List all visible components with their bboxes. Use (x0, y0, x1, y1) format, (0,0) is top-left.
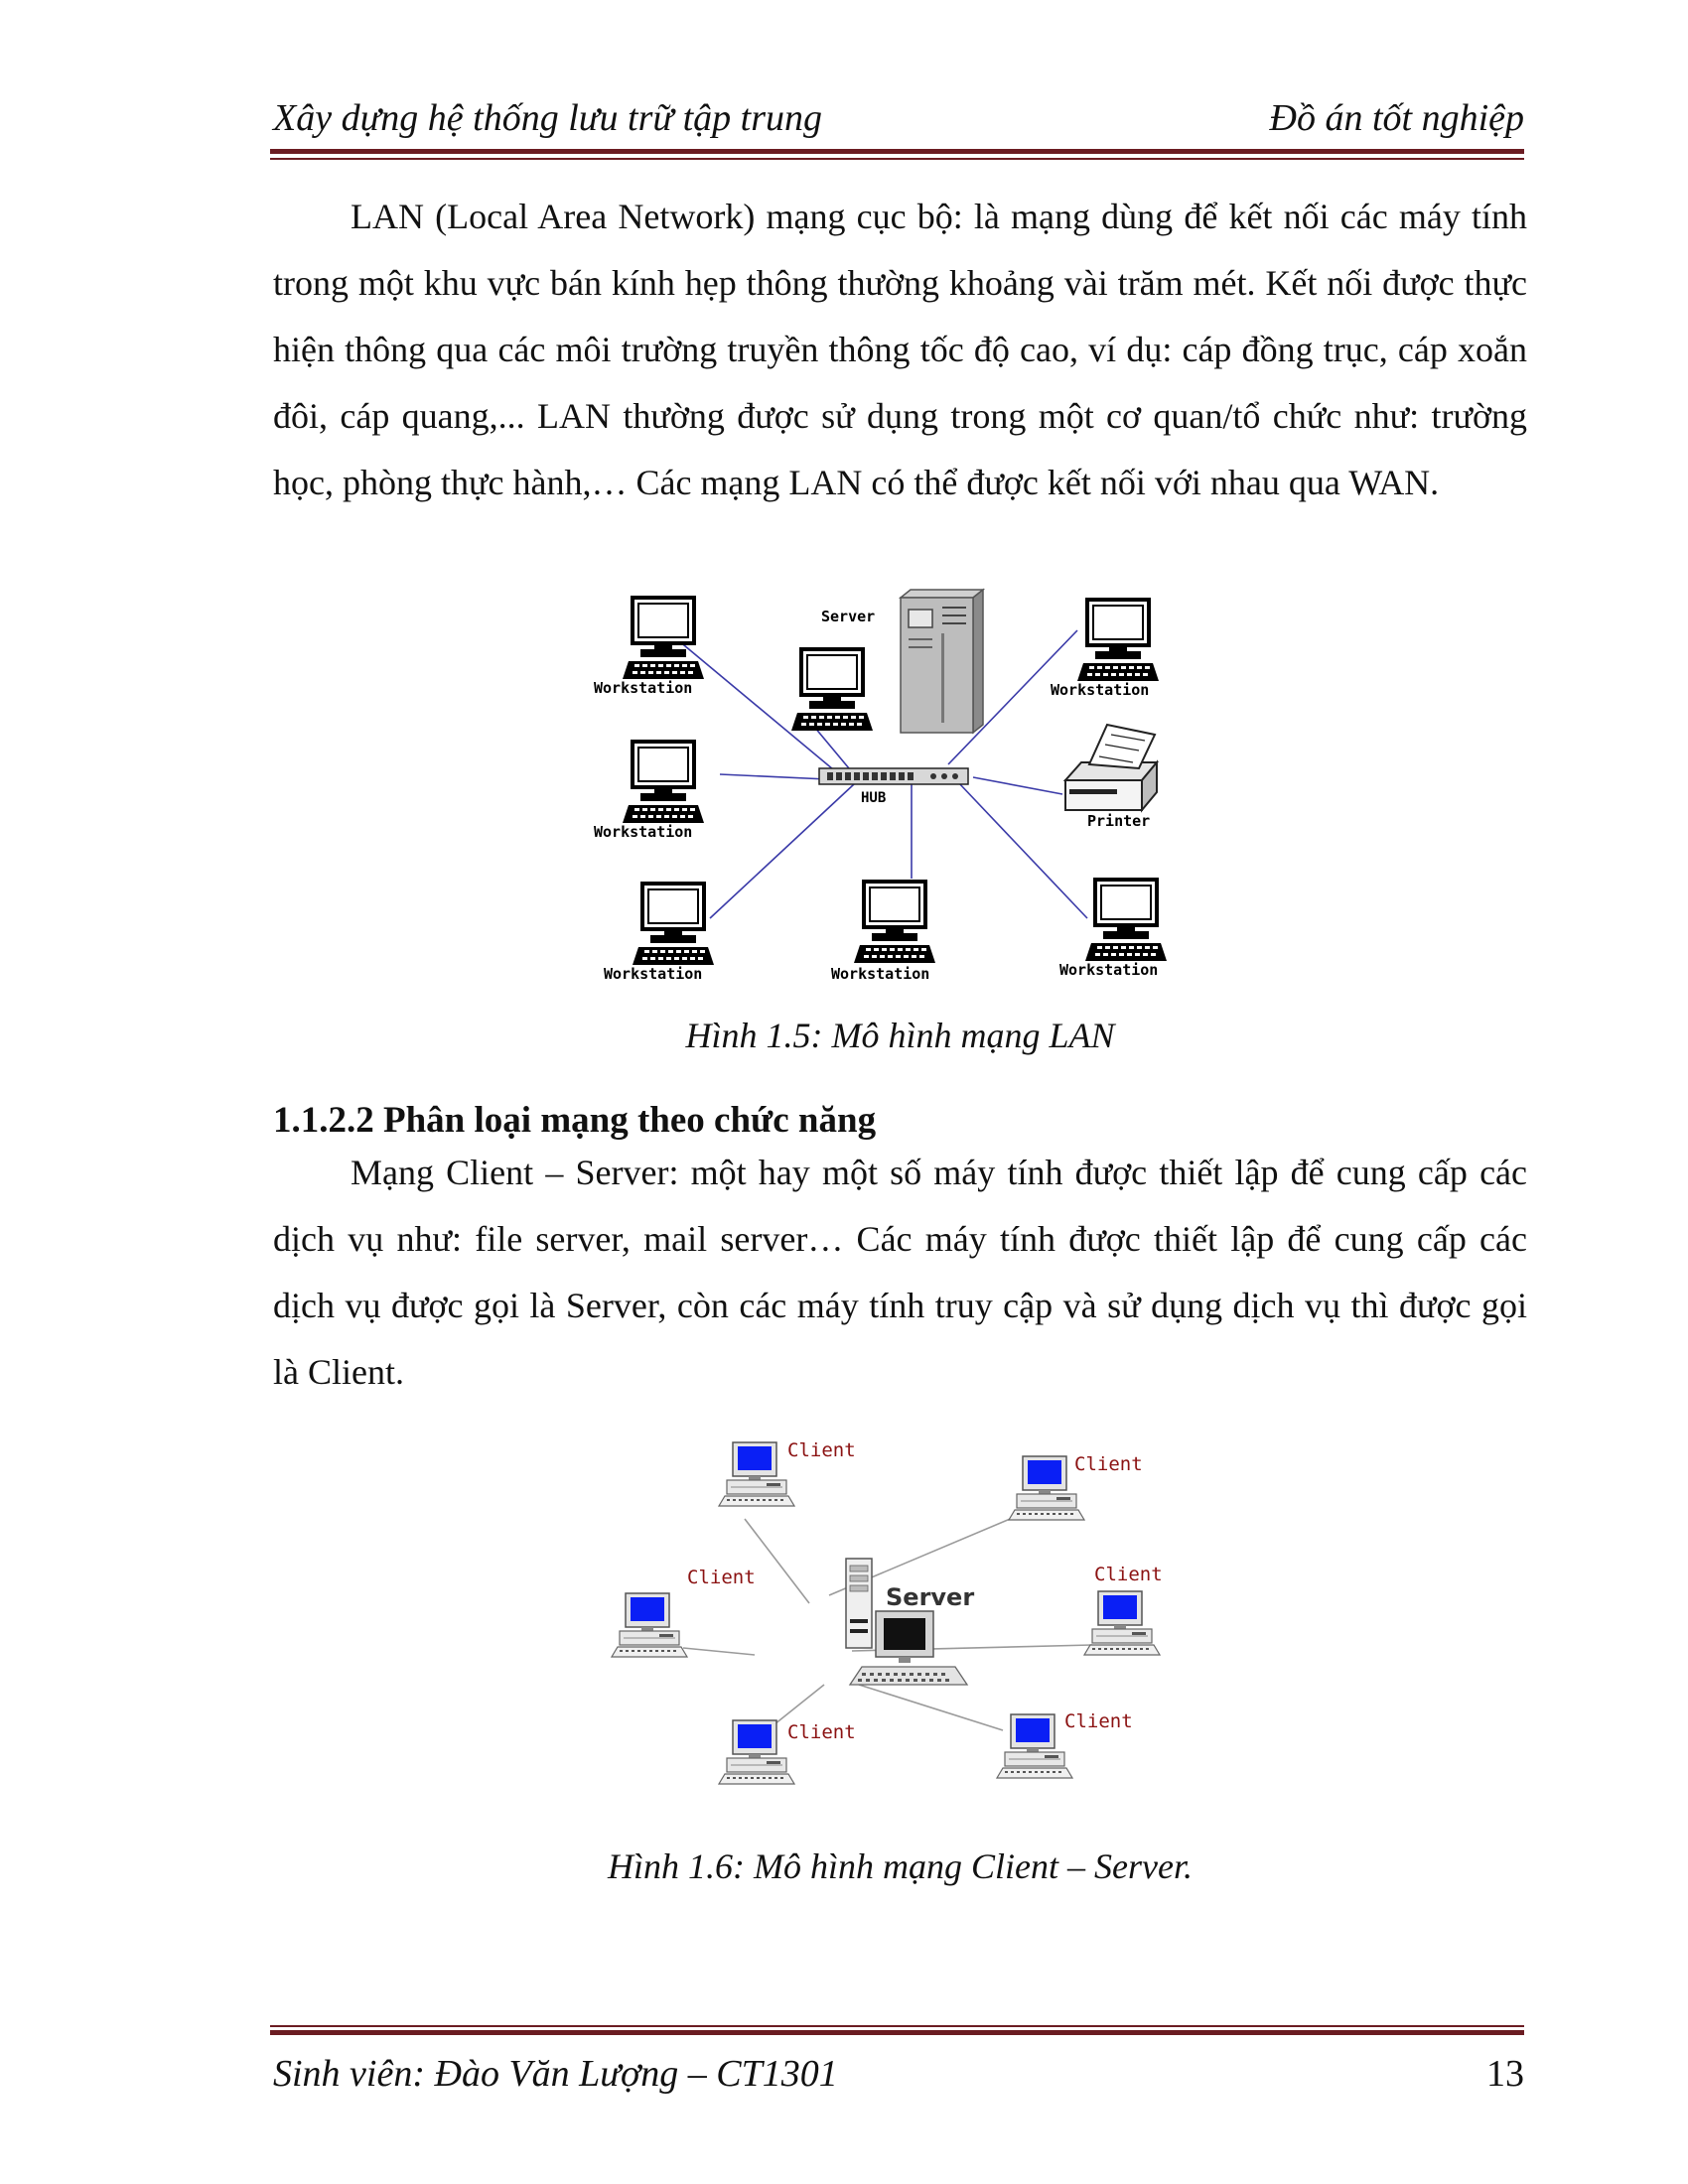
client-label: Client (787, 1439, 856, 1461)
printer-label: Printer (1087, 812, 1150, 830)
header-title: Xây dựng hệ thống lưu trữ tập trung (273, 97, 822, 139)
client-computer-icon (996, 1713, 1073, 1779)
client-label: Client (787, 1721, 856, 1743)
figure-caption-lan: Hình 1.5: Mô hình mạng LAN (685, 1016, 1115, 1055)
workstation-label: Workstation (604, 965, 702, 983)
paragraph-client-server-text: Mạng Client – Server: một hay một số máy… (273, 1153, 1527, 1392)
paragraph-client-server: Mạng Client – Server: một hay một số máy… (273, 1140, 1527, 1406)
client-computer-icon (718, 1441, 795, 1507)
workstation-icon (1075, 598, 1161, 683)
workstation-icon (621, 740, 706, 825)
header-rule-thin (270, 158, 1524, 160)
server-label: Server (821, 608, 875, 625)
paragraph-lan-text: LAN (Local Area Network) mạng cục bộ: là… (273, 197, 1527, 502)
workstation-label: Workstation (594, 679, 692, 697)
workstation-label: Workstation (831, 965, 929, 983)
workstation-icon (789, 647, 875, 733)
workstation-label: Workstation (1051, 681, 1149, 699)
client-computer-icon (1083, 1590, 1161, 1656)
footer-student: Sinh viên: Đào Văn Lượng – CT1301 (273, 2053, 838, 2095)
header-rule (270, 149, 1524, 154)
workstation-icon (852, 880, 937, 965)
paragraph-lan: LAN (Local Area Network) mạng cục bộ: là… (273, 184, 1527, 516)
footer-rule-thin (270, 2025, 1524, 2027)
client-label: Client (1064, 1710, 1133, 1732)
workstation-label: Workstation (594, 823, 692, 841)
client-computer-icon (1008, 1455, 1085, 1521)
server-label: Server (886, 1583, 974, 1611)
client-label: Client (1094, 1564, 1163, 1585)
client-label: Client (1074, 1453, 1143, 1475)
hub-icon (818, 767, 969, 785)
section-heading: 1.1.2.2 Phân loại mạng theo chức năng (273, 1100, 877, 1141)
lan-diagram: Server HUB Printer Workstation Workstati… (594, 588, 1169, 983)
hub-label: HUB (861, 790, 886, 806)
workstation-label: Workstation (1059, 961, 1158, 979)
client-computer-icon (718, 1719, 795, 1785)
server-tower-icon (898, 588, 986, 735)
workstation-icon (631, 882, 716, 967)
page-number: 13 (1486, 2053, 1524, 2095)
header-document-type: Đồ án tốt nghiệp (1269, 97, 1524, 139)
figure-caption-client-server: Hình 1.6: Mô hình mạng Client – Server. (608, 1846, 1193, 1886)
client-server-diagram: Server Client Client Client Client Clien… (611, 1439, 1163, 1785)
server-computer-icon (845, 1558, 969, 1686)
client-label: Client (687, 1567, 756, 1588)
workstation-icon (621, 596, 706, 681)
workstation-icon (1083, 878, 1169, 963)
footer-rule (270, 2030, 1524, 2035)
client-computer-icon (611, 1592, 688, 1658)
printer-icon (1062, 723, 1160, 813)
